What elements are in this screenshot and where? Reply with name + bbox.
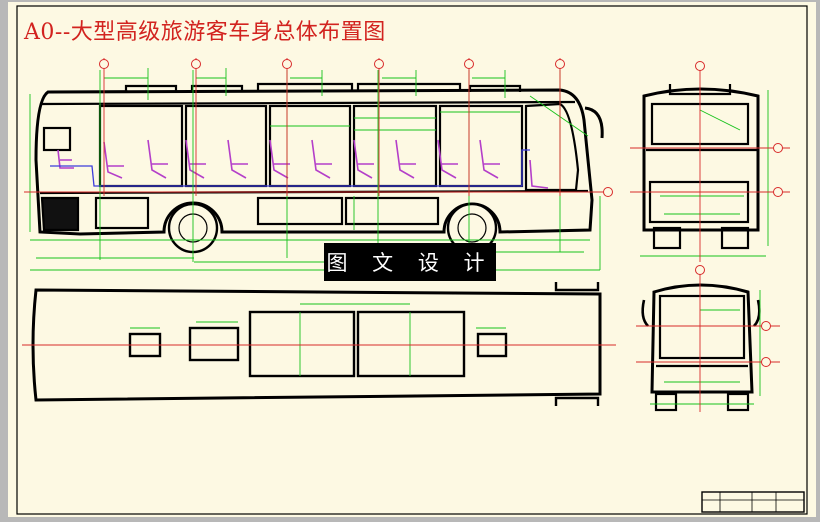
axis-markers <box>99 59 613 197</box>
front-wheel-hub <box>457 213 487 243</box>
front-axis-markers <box>695 265 771 367</box>
front-mirror-left <box>641 299 649 327</box>
front-wheel-left <box>654 392 678 412</box>
top-view <box>22 282 616 406</box>
roof-hatch-small-2 <box>188 326 240 362</box>
front-centerlines <box>636 266 780 412</box>
rear-wheel-left <box>652 226 682 250</box>
seat <box>479 139 500 179</box>
front-view <box>636 265 780 412</box>
title-block <box>701 491 805 513</box>
front-dimensions <box>650 290 761 405</box>
top-dimensions <box>130 303 506 376</box>
seat-row <box>57 139 549 189</box>
luggage-door-3 <box>344 196 440 226</box>
front-mirror-right <box>753 299 761 327</box>
rear-wheel-right <box>720 226 750 250</box>
rear-axis-markers <box>695 61 783 197</box>
seat <box>311 139 332 179</box>
roof-hatch-1 <box>124 84 178 92</box>
front-mirror-top <box>554 282 600 292</box>
seat <box>437 139 458 179</box>
rear-body-outline <box>642 87 760 232</box>
side-centerlines <box>24 58 612 196</box>
roof-hatch-4 <box>356 82 462 90</box>
rear-dimensions <box>640 90 769 257</box>
luggage-door-2 <box>256 196 344 226</box>
engine-grille <box>40 196 80 232</box>
roof-hatch-2 <box>190 84 244 92</box>
seat <box>57 149 74 169</box>
rear-engine-cover <box>648 180 750 224</box>
side-body-outline <box>34 88 594 236</box>
rear-window <box>42 126 72 152</box>
front-wheel-right <box>726 392 750 412</box>
luggage-door-1 <box>94 196 150 230</box>
window-top-rail <box>41 100 576 106</box>
roof-hatch-3 <box>256 82 354 90</box>
rear-view <box>630 61 790 262</box>
seat <box>227 139 248 179</box>
roof-panel-2 <box>356 310 466 378</box>
watermark-stamp: 图 文 设 计 <box>324 243 496 281</box>
front-windshield <box>524 102 580 192</box>
side-mirror <box>584 106 604 139</box>
seat <box>395 139 416 179</box>
drawing-title: A0--大型高级旅游客车身总体布置图 <box>24 20 386 45</box>
seat <box>147 139 168 179</box>
rear-centerlines <box>630 62 790 262</box>
seat <box>353 139 374 179</box>
front-body-outline <box>650 283 754 394</box>
front-windshield-glass <box>658 294 746 360</box>
drawing-border <box>16 5 808 515</box>
roof-panel-1 <box>248 310 356 378</box>
top-body-outline <box>31 288 602 402</box>
seat <box>103 141 124 179</box>
interior-floor-line <box>50 149 530 187</box>
front-mirror-bottom <box>554 396 600 406</box>
driver-seat <box>529 159 549 189</box>
